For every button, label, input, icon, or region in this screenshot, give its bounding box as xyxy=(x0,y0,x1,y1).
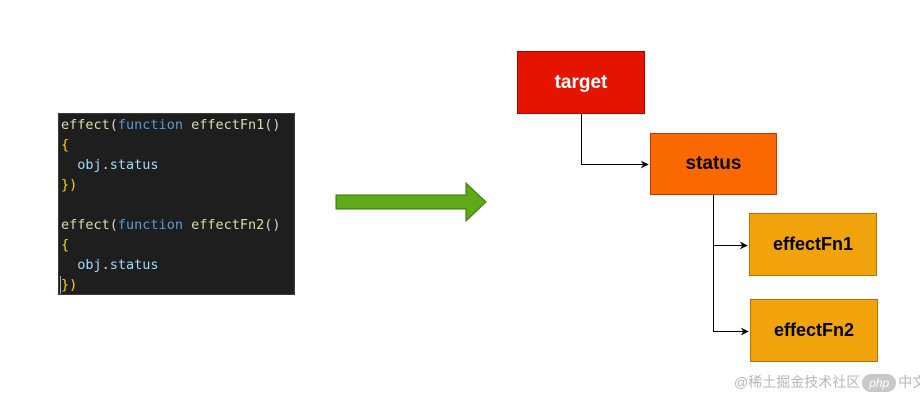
connector-status-effectfn2 xyxy=(713,245,749,336)
node-target: target xyxy=(517,51,645,114)
code-line-3: obj.status xyxy=(77,157,159,173)
right-arrow-icon xyxy=(335,181,487,223)
code-line-7: { xyxy=(61,237,70,253)
code-line-6: effect(function effectFn2() xyxy=(61,217,281,233)
node-status: status xyxy=(650,133,777,195)
watermark-suffix: 中文网 xyxy=(898,374,920,390)
code-line-8: obj.status xyxy=(77,257,159,273)
node-effectfn2: effectFn2 xyxy=(750,299,878,362)
code-line-4: }) xyxy=(61,177,78,193)
code-line-1: effect(function effectFn1() xyxy=(61,117,281,133)
connector-target-status xyxy=(581,114,649,169)
connector-status-effectfn1 xyxy=(713,195,748,250)
watermark: @稀土掘金技术社区php中文网 xyxy=(734,372,920,393)
code-line-2: { xyxy=(61,137,70,153)
watermark-prefix: @稀土掘金技术社区 xyxy=(734,374,861,390)
code-line-9: }) xyxy=(61,277,78,293)
code-block: effect(function effectFn1() { obj.status… xyxy=(58,113,295,295)
php-logo: php xyxy=(862,374,897,393)
text-cursor xyxy=(60,276,61,294)
node-effectfn1: effectFn1 xyxy=(749,213,877,276)
